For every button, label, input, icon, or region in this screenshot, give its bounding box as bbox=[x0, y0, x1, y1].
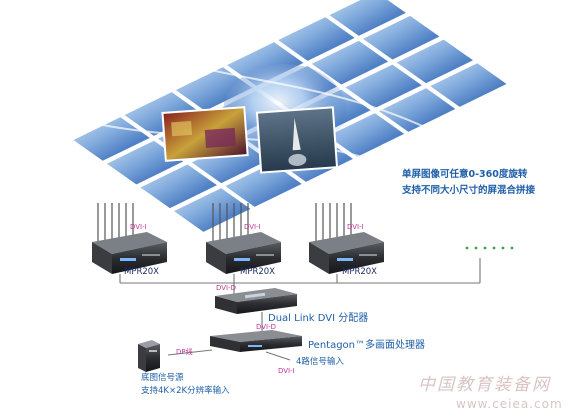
wall-screen bbox=[360, 14, 443, 62]
source-resolution: 支持4K×2K分辨率输入 bbox=[141, 386, 230, 396]
server-1-model: MPR20X bbox=[124, 267, 160, 277]
wall-screen bbox=[376, 86, 459, 134]
splitter-out-port: DVI-D bbox=[256, 323, 277, 331]
splitter-label: Dual Link DVI 分配器 bbox=[268, 313, 369, 324]
server-1-port: DVI-I bbox=[130, 223, 147, 231]
wall-screen bbox=[326, 0, 409, 38]
wall-screen bbox=[427, 61, 510, 109]
wall-screen bbox=[342, 62, 425, 110]
server-1 bbox=[92, 232, 167, 274]
game-image bbox=[161, 106, 249, 162]
watermark-url: www.ceiea.com bbox=[456, 397, 563, 411]
connection-lines bbox=[119, 258, 481, 361]
mixed-size-note: 支持不同大小尺寸的屏混合拼接 bbox=[402, 185, 536, 196]
wall-screen bbox=[324, 111, 408, 159]
dvi-splitter bbox=[215, 288, 297, 314]
more-servers-dots bbox=[465, 246, 514, 250]
wall-screen bbox=[308, 39, 392, 87]
multi-window-processor bbox=[210, 330, 302, 352]
processor-label: Pentagon™多画面处理器 bbox=[308, 340, 426, 351]
rocket-image bbox=[255, 106, 339, 174]
wall-screen bbox=[275, 15, 358, 63]
splitter-in-port: DVI-D bbox=[216, 284, 237, 292]
wall-screen bbox=[171, 186, 254, 234]
server-3 bbox=[309, 232, 384, 274]
processor-inputs: 4路信号输入 bbox=[296, 357, 344, 367]
rotation-note: 单屏图像可任意0-360度旋转 bbox=[402, 169, 528, 180]
wall-screen bbox=[70, 115, 153, 163]
source-port: DP线 bbox=[176, 348, 193, 356]
server-3-port: DVI-I bbox=[347, 223, 364, 231]
wall-screen bbox=[393, 37, 476, 85]
wall-screen bbox=[222, 161, 305, 209]
processor-input-port: DVI-I bbox=[278, 367, 295, 375]
watermark-cn: 中国教育装备网 bbox=[418, 375, 551, 395]
server-2-model: MPR20X bbox=[240, 267, 276, 277]
server-2-port: DVI-I bbox=[244, 223, 261, 231]
source-title: 底图信号源 bbox=[141, 373, 184, 383]
wall-screen bbox=[137, 162, 220, 210]
server-3-model: MPR20X bbox=[342, 267, 378, 277]
server-2 bbox=[206, 232, 281, 274]
source-pc bbox=[138, 340, 160, 372]
